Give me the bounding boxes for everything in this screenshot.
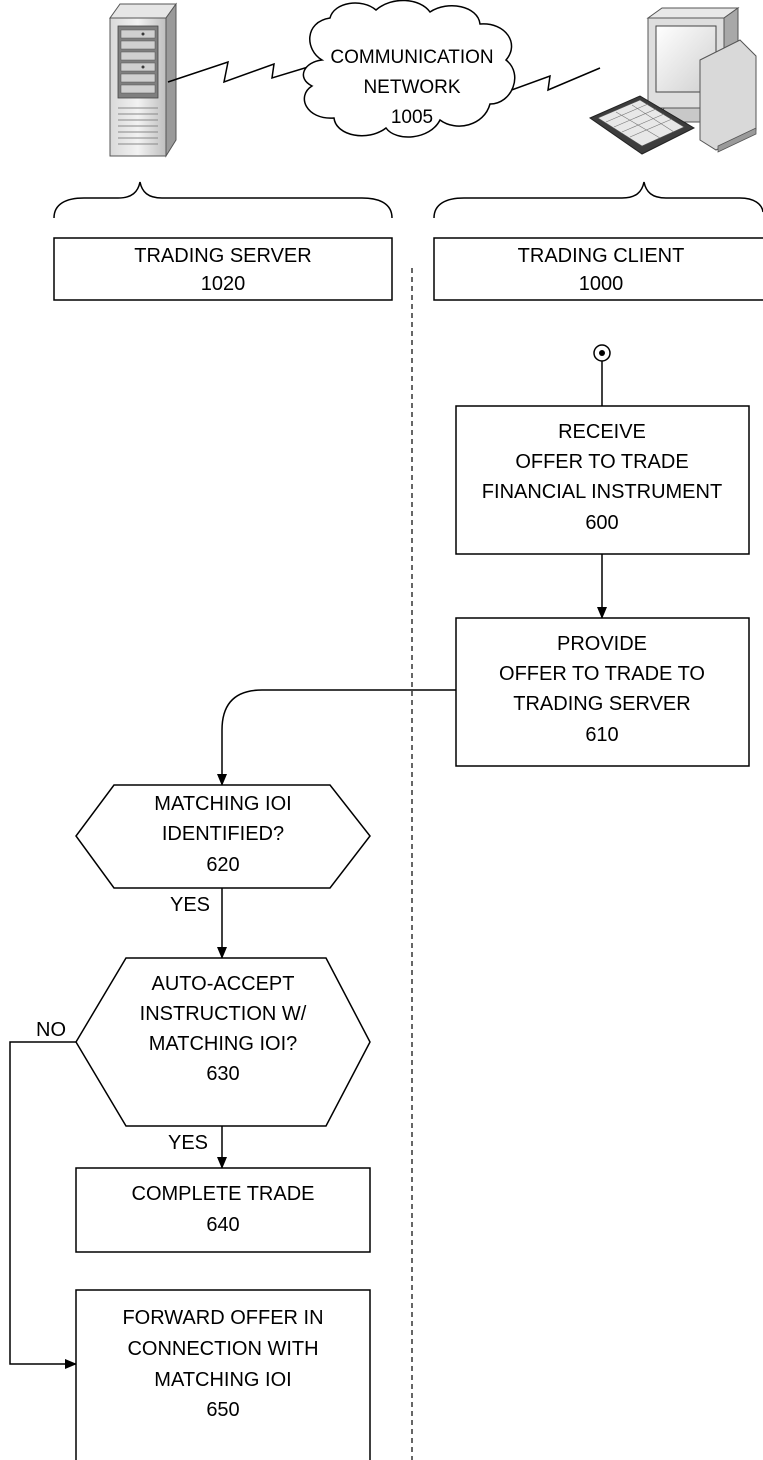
step-640-ref: 640 (206, 1214, 239, 1236)
start-node (593, 344, 611, 362)
step-640-complete-trade: COMPLETE TRADE 640 (75, 1167, 371, 1253)
step-600-line1: RECEIVE (558, 421, 646, 443)
decision-620-line1: MATCHING IOI (154, 793, 291, 815)
network-link-right (505, 67, 601, 93)
trading-server-header: TRADING SERVER 1020 (53, 237, 393, 301)
communication-network-cloud: COMMUNICATION NETWORK 1005 (302, 0, 516, 138)
decision-630-ref: 630 (206, 1063, 239, 1085)
step-610-line2: OFFER TO TRADE TO (499, 663, 705, 685)
decision-630-auto-accept: AUTO-ACCEPT INSTRUCTION W/ MATCHING IOI?… (75, 957, 371, 1127)
trading-client-header: TRADING CLIENT 1000 (433, 237, 763, 301)
network-ref: 1005 (391, 107, 433, 128)
desktop-computer-icon (588, 7, 757, 155)
network-link-left (167, 60, 319, 84)
decision-620-matching-ioi: MATCHING IOI IDENTIFIED? 620 (75, 784, 371, 889)
step-650-line1: FORWARD OFFER IN (122, 1307, 323, 1329)
trading-server-ref: 1020 (201, 273, 246, 295)
network-label-line1: COMMUNICATION (330, 47, 493, 68)
edge-label-yes-620: YES (170, 894, 210, 916)
connector-610-620 (217, 689, 456, 786)
step-610-provide-offer: PROVIDE OFFER TO TRADE TO TRADING SERVER… (455, 617, 750, 767)
step-650-ref: 650 (206, 1399, 239, 1421)
trading-client-label: TRADING CLIENT (518, 245, 685, 267)
edge-label-yes-630: YES (168, 1132, 208, 1154)
trading-server-label: TRADING SERVER (134, 245, 311, 267)
step-650-forward-offer: FORWARD OFFER IN CONNECTION WITH MATCHIN… (75, 1289, 371, 1460)
step-600-line3: FINANCIAL INSTRUMENT (482, 481, 722, 503)
trading-client-ref: 1000 (579, 273, 624, 295)
step-600-ref: 600 (585, 512, 618, 534)
step-610-ref: 610 (585, 724, 618, 746)
decision-630-line2: INSTRUCTION W/ (140, 1003, 307, 1025)
decision-630-line1: AUTO-ACCEPT (152, 973, 295, 995)
server-brace (53, 181, 393, 219)
client-brace (433, 181, 763, 219)
step-600-line2: OFFER TO TRADE (515, 451, 688, 473)
decision-630-line3: MATCHING IOI? (149, 1033, 298, 1055)
step-600-receive-offer: RECEIVE OFFER TO TRADE FINANCIAL INSTRUM… (455, 405, 750, 555)
server-icon (109, 2, 177, 158)
step-610-line3: TRADING SERVER (513, 693, 690, 715)
connector-630-650-no (9, 1041, 77, 1369)
step-610-line1: PROVIDE (557, 633, 647, 655)
step-650-line3: MATCHING IOI (154, 1369, 291, 1391)
step-640-line1: COMPLETE TRADE (132, 1183, 315, 1205)
edge-label-no-630: NO (36, 1019, 66, 1041)
network-label-line2: NETWORK (363, 77, 460, 98)
step-650-line2: CONNECTION WITH (127, 1338, 318, 1360)
decision-620-ref: 620 (206, 854, 239, 876)
decision-620-line2: IDENTIFIED? (162, 823, 284, 845)
